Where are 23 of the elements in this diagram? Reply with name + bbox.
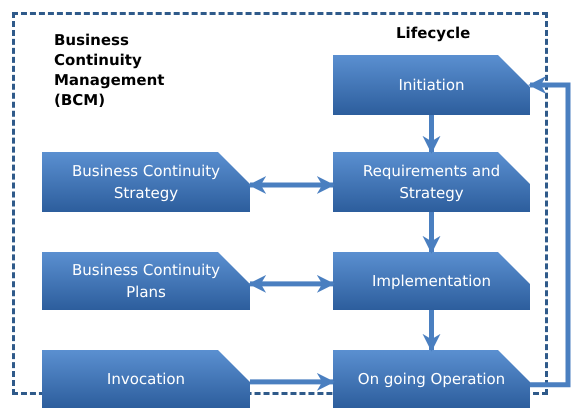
box-label: Implementation [372,271,492,292]
process-box [333,152,530,212]
process-box [42,252,250,310]
arrow [248,176,335,194]
arrow [422,115,440,154]
box-label: Business Continuity Plans [70,260,222,303]
box-label: On going Operation [358,369,506,390]
box-label: Business Continuity Strategy [70,161,222,204]
section-heading: Lifecycle [396,23,470,44]
box-label: Invocation [106,369,186,390]
process-box [333,55,530,115]
arrow [250,372,335,391]
process-box [333,252,530,310]
process-box [42,152,250,212]
process-box [42,350,250,408]
box-label: Requirements and Strategy [362,161,502,204]
arrow [248,274,335,293]
arrow [528,76,570,388]
process-box [333,350,530,408]
section-heading: Business Continuity Management (BCM) [54,30,166,110]
arrow [422,212,440,254]
box-label: Initiation [398,75,465,96]
arrow [422,310,440,352]
